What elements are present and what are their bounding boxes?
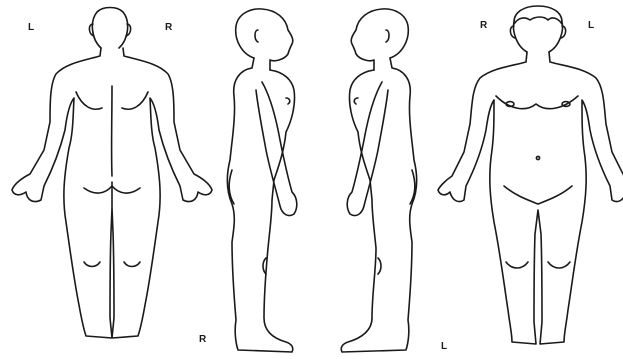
- back-head: [92, 8, 127, 49]
- right-side-arm: [256, 82, 297, 216]
- front-head: [514, 6, 563, 52]
- figure-back-view: [12, 8, 212, 339]
- front-view-right-marker: R: [480, 20, 487, 31]
- back-knee-right: [124, 262, 140, 267]
- left-side-knee: [378, 258, 381, 274]
- front-groin: [504, 186, 572, 204]
- back-knee-left: [84, 262, 100, 267]
- figure-right-side-view: [227, 9, 297, 352]
- back-view-right-marker: R: [165, 22, 172, 33]
- front-hair: [514, 17, 562, 24]
- right-side-nipple: [286, 98, 290, 104]
- left-side-ear: [386, 30, 389, 42]
- right-side-body-outline: [227, 58, 294, 352]
- left-side-head: [351, 9, 408, 70]
- back-scapula-left: [76, 92, 102, 109]
- front-body-outline: [438, 52, 623, 344]
- front-knee-left: [548, 262, 570, 268]
- front-navel: [536, 156, 539, 159]
- right-side-ear: [255, 30, 258, 42]
- figure-left-side-view: [341, 9, 417, 352]
- front-knee-right: [506, 262, 528, 268]
- left-side-arm: [347, 82, 388, 216]
- back-scapula-right: [122, 92, 148, 109]
- figure-front-view: [438, 6, 623, 344]
- right-side-view-marker: R: [199, 334, 206, 345]
- left-side-nipple: [354, 98, 358, 104]
- right-side-head: [236, 9, 293, 70]
- left-side-body-outline: [341, 58, 417, 352]
- front-view-left-marker: L: [588, 20, 594, 31]
- back-view-left-marker: L: [28, 22, 34, 33]
- left-side-view-marker: L: [441, 341, 447, 352]
